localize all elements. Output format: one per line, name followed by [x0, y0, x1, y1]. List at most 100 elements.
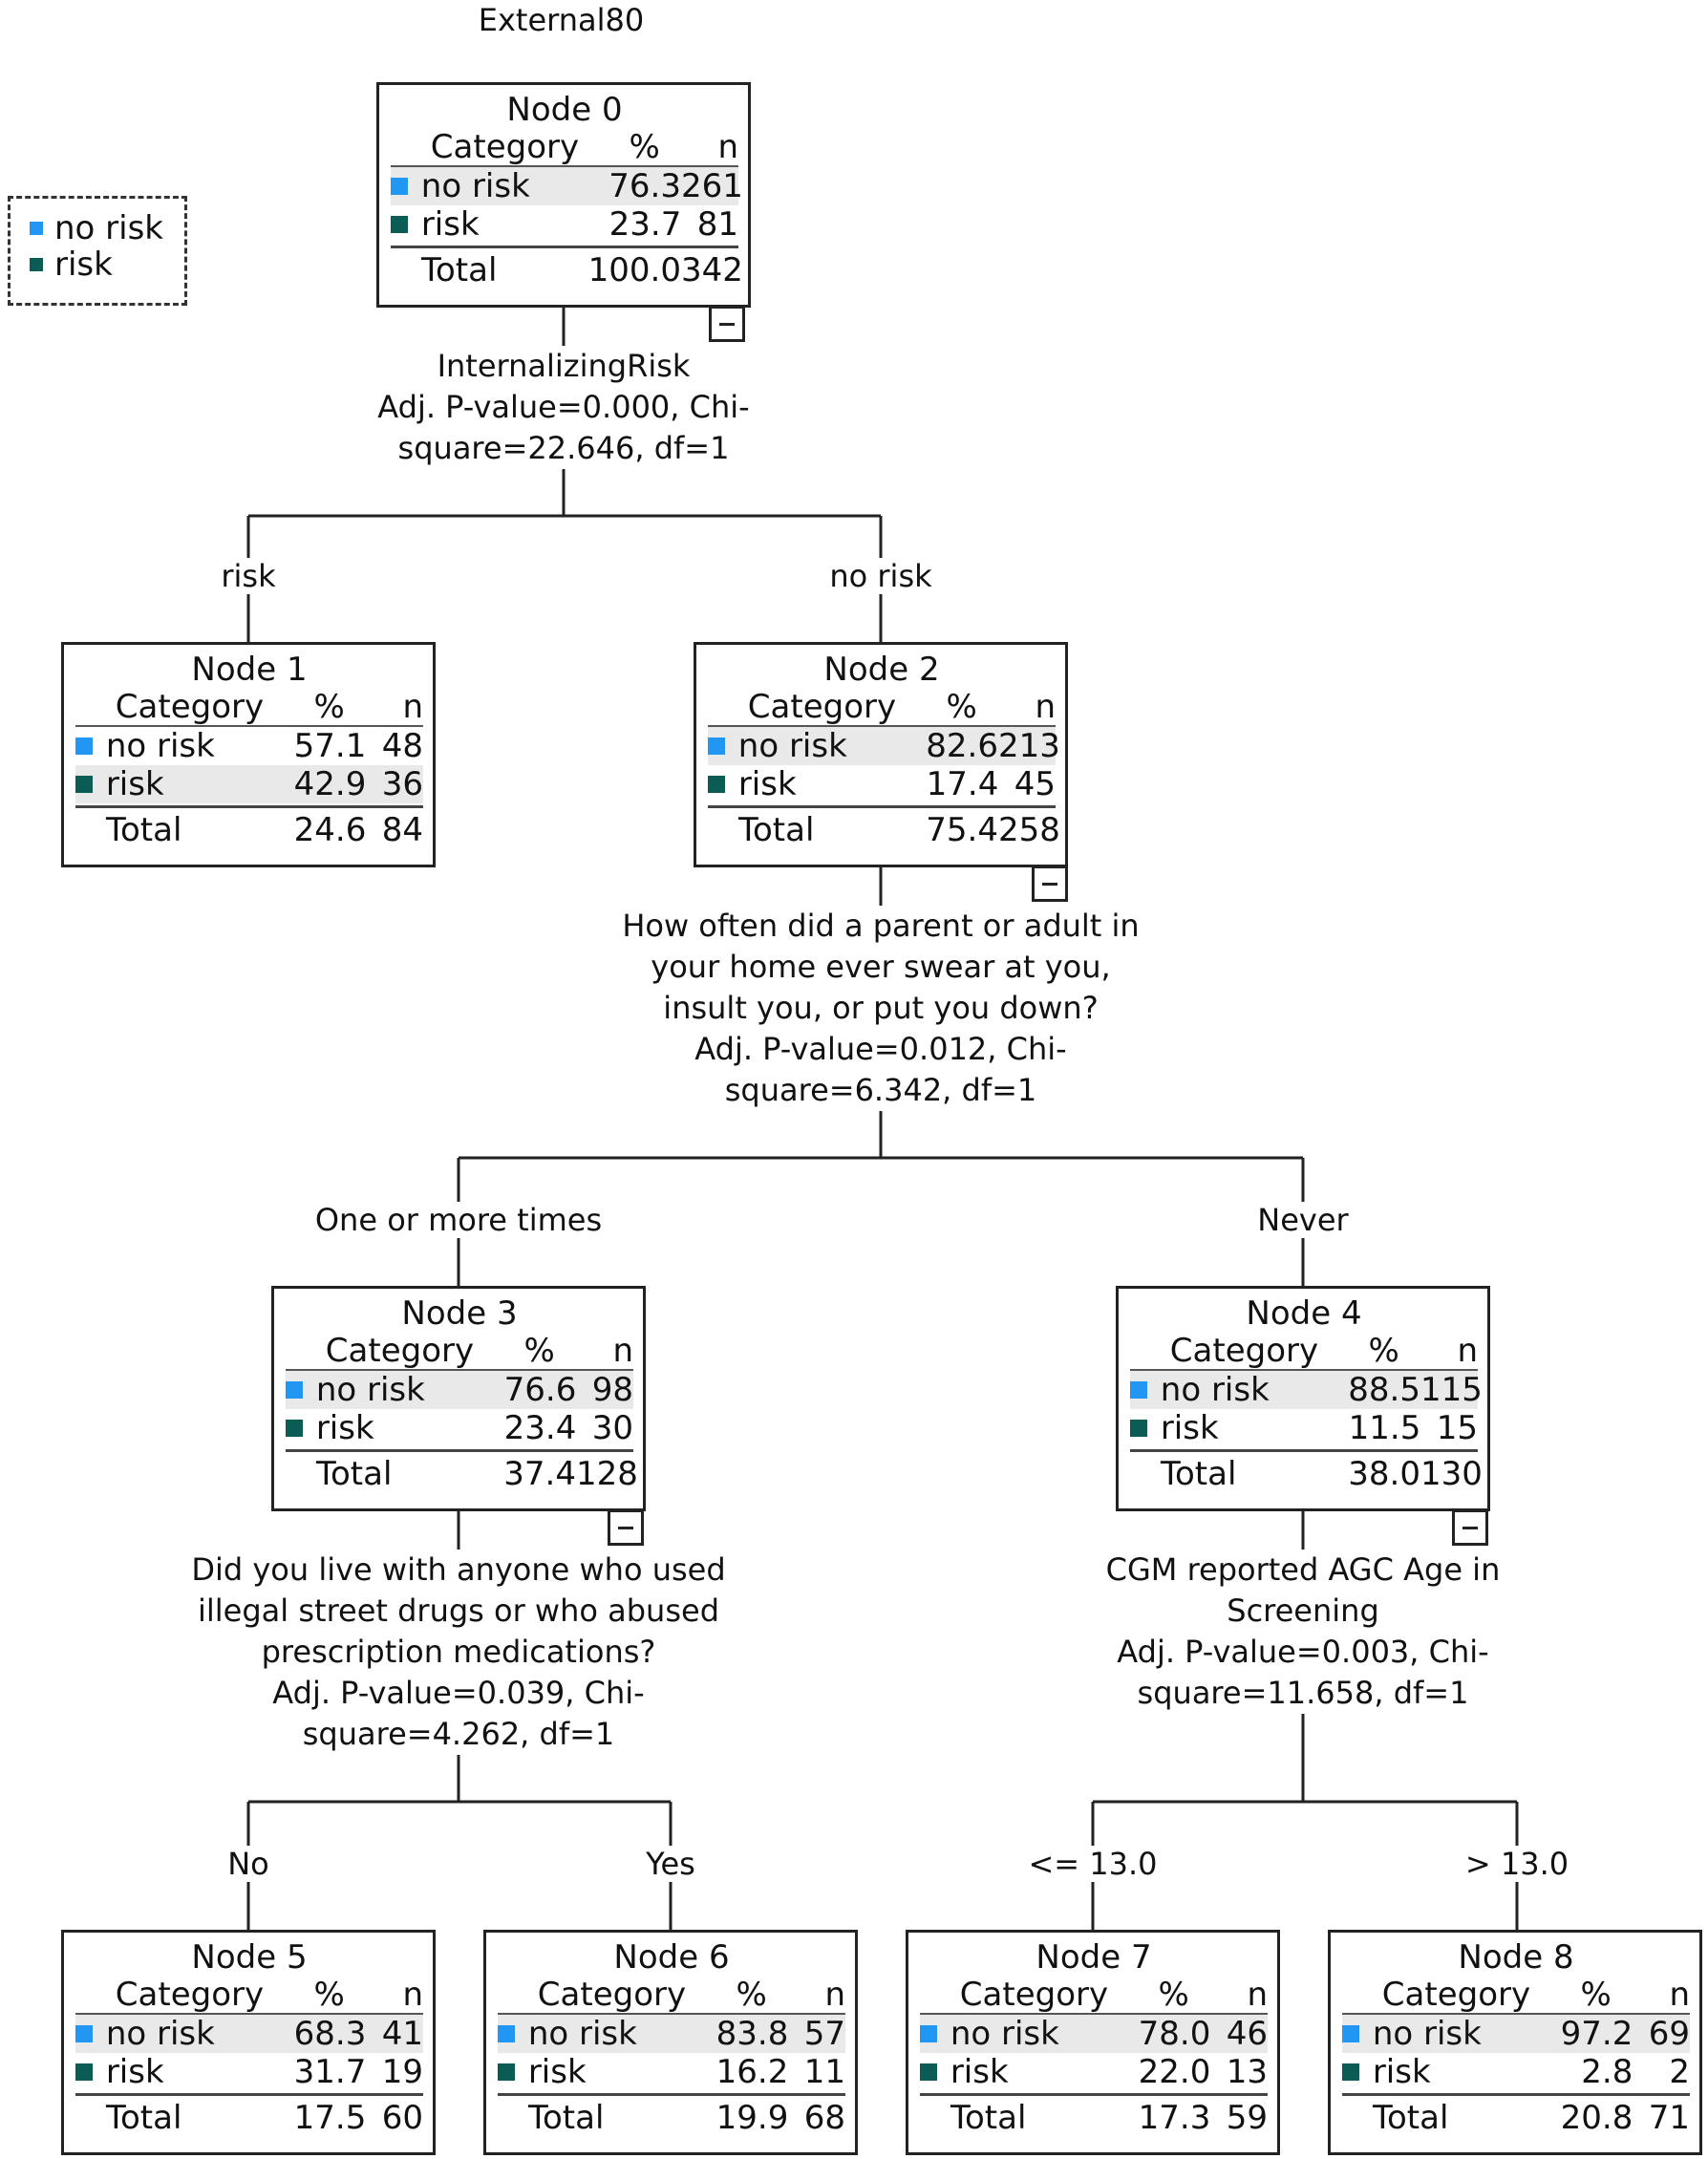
category-row: risk 42.9 36	[75, 765, 423, 803]
category-count: 46	[1226, 2015, 1268, 2053]
tree-node-6[interactable]: Node 6 Category % n no risk 83.8 57 risk…	[483, 1930, 858, 2155]
category-count: 36	[381, 765, 423, 803]
node-title: Node 2	[823, 651, 940, 689]
total-count: 59	[1226, 2099, 1268, 2137]
category-count: 48	[381, 727, 423, 765]
category-label: no risk	[527, 2015, 637, 2053]
node-title: Node 3	[401, 1294, 518, 1333]
collapse-node-2-button[interactable]	[1032, 866, 1068, 902]
total-count: 60	[381, 2099, 423, 2137]
category-label: no risk	[737, 727, 847, 765]
header-count: n	[402, 688, 423, 726]
category-label: risk	[737, 765, 797, 803]
category-count: 41	[381, 2015, 423, 2053]
category-count: 11	[803, 2053, 845, 2091]
category-swatch	[1130, 1420, 1147, 1437]
total-row: Total 17.3 59	[920, 2093, 1268, 2140]
header-percent: %	[313, 1976, 345, 2014]
table-header: Category % n	[75, 688, 423, 727]
total-count: 128	[576, 1455, 638, 1493]
total-percent: 19.9	[715, 2099, 789, 2137]
category-row: no risk 76.3 261	[391, 167, 743, 205]
header-category: Category	[537, 1976, 687, 2014]
category-label: risk	[950, 2053, 1009, 2091]
total-count: 71	[1648, 2099, 1690, 2137]
split-label-node-2: How often did a parent or adult in your …	[573, 906, 1188, 1111]
category-swatch	[920, 2025, 937, 2042]
branch-label-node-8: > 13.0	[1441, 1846, 1593, 1882]
branch-label-node-1: risk	[191, 558, 306, 594]
node-title: Node 6	[613, 1938, 730, 1977]
tree-node-5[interactable]: Node 5 Category % n no risk 68.3 41 risk…	[61, 1930, 436, 2155]
legend-item-risk: risk	[30, 246, 184, 283]
table-header: Category % n	[1130, 1332, 1478, 1371]
category-row: no risk 78.0 46	[920, 2015, 1268, 2053]
category-count: 45	[1014, 765, 1056, 803]
tree-node-8[interactable]: Node 8 Category % n no risk 97.2 69 risk…	[1328, 1930, 1702, 2155]
split-label-node-4: CGM reported AGC Age in Screening Adj. P…	[1060, 1550, 1546, 1714]
category-row: no risk 82.6 213	[708, 727, 1060, 765]
category-swatch	[75, 2025, 93, 2042]
category-swatch	[286, 1420, 303, 1437]
node-title: Node 8	[1458, 1938, 1574, 1977]
category-label: risk	[1372, 2053, 1431, 2091]
total-label: Total	[738, 811, 815, 849]
category-count: 81	[696, 205, 738, 244]
header-percent: %	[313, 688, 345, 726]
category-label: no risk	[1372, 2015, 1482, 2053]
category-row: risk 31.7 19	[75, 2053, 423, 2091]
category-percent: 68.3	[293, 2015, 367, 2053]
branch-label-node-7: <= 13.0	[1016, 1846, 1169, 1882]
header-percent: %	[629, 128, 660, 166]
category-swatch	[1130, 1381, 1147, 1399]
diagram-title: External80	[478, 2, 645, 38]
category-percent: 88.5	[1348, 1371, 1420, 1409]
tree-node-0[interactable]: Node 0 Category % n no risk 76.3 261 ris…	[376, 82, 751, 308]
category-percent: 82.6	[926, 727, 998, 765]
table-header: Category % n	[75, 1976, 423, 2015]
legend: no risk risk	[8, 196, 187, 306]
tree-node-7[interactable]: Node 7 Category % n no risk 78.0 46 risk…	[906, 1930, 1280, 2155]
total-percent: 100.0	[587, 251, 681, 289]
table-header: Category % n	[286, 1332, 633, 1371]
tree-node-4[interactable]: Node 4 Category % n no risk 88.5 115 ris…	[1116, 1286, 1490, 1511]
category-percent: 23.4	[503, 1409, 577, 1447]
tree-node-2[interactable]: Node 2 Category % n no risk 82.6 213 ris…	[694, 642, 1068, 867]
total-percent: 75.4	[926, 811, 998, 849]
collapse-node-0-button[interactable]	[709, 306, 745, 342]
category-count: 261	[681, 167, 743, 205]
category-count: 30	[591, 1409, 633, 1447]
branch-label-node-6: Yes	[623, 1846, 718, 1882]
header-category: Category	[747, 688, 897, 726]
tree-node-1[interactable]: Node 1 Category % n no risk 57.1 48 risk…	[61, 642, 436, 867]
category-label: risk	[1160, 1409, 1219, 1447]
total-percent: 24.6	[293, 811, 367, 849]
table-header: Category % n	[498, 1976, 845, 2015]
total-row: Total 24.6 84	[75, 805, 423, 852]
category-swatch	[708, 776, 725, 793]
header-count: n	[1247, 1976, 1268, 2014]
category-percent: 57.1	[293, 727, 367, 765]
category-row: risk 22.0 13	[920, 2053, 1268, 2091]
collapse-node-3-button[interactable]	[608, 1509, 644, 1546]
collapse-node-4-button[interactable]	[1452, 1509, 1488, 1546]
category-count: 213	[998, 727, 1060, 765]
total-percent: 37.4	[503, 1455, 576, 1493]
category-row: risk 17.4 45	[708, 765, 1056, 803]
total-count: 258	[998, 811, 1060, 849]
category-count: 19	[381, 2053, 423, 2091]
category-count: 69	[1648, 2015, 1690, 2053]
total-percent: 20.8	[1560, 2099, 1633, 2137]
header-count: n	[1457, 1332, 1478, 1370]
tree-node-3[interactable]: Node 3 Category % n no risk 76.6 98 risk…	[271, 1286, 646, 1511]
total-row: Total 100.0 342	[391, 246, 743, 292]
category-label: no risk	[420, 167, 530, 205]
total-row: Total 20.8 71	[1342, 2093, 1690, 2140]
node-title: Node 7	[1035, 1938, 1152, 1977]
category-row: no risk 97.2 69	[1342, 2015, 1690, 2053]
category-swatch	[391, 216, 408, 233]
category-row: risk 16.2 11	[498, 2053, 845, 2091]
split-label-node-3: Did you live with anyone who used illega…	[153, 1550, 764, 1755]
category-count: 57	[803, 2015, 845, 2053]
total-count: 130	[1420, 1455, 1483, 1493]
